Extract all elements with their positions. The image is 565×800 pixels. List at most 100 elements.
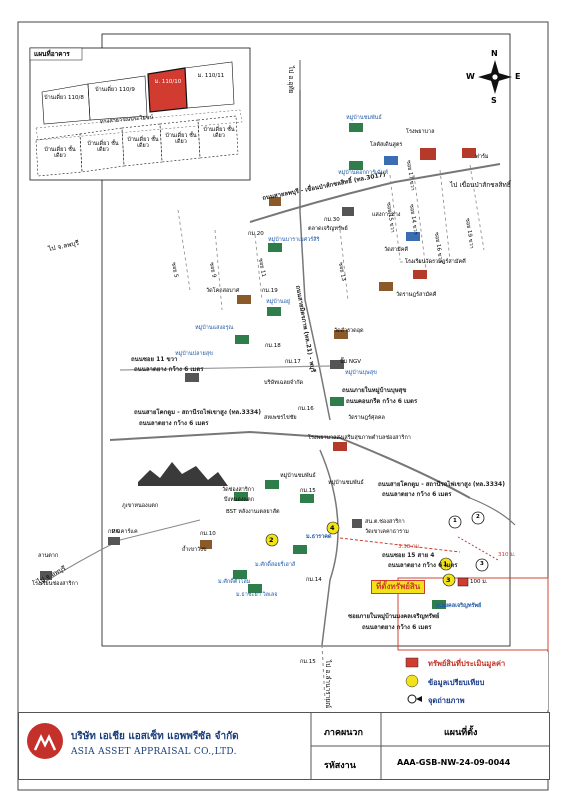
marker-1: 1 xyxy=(443,560,448,568)
label-soi-15: ถนนซอย 15 สาย 4 xyxy=(382,552,435,559)
photo-point-markers xyxy=(448,511,489,572)
photo-marker-2: 2 xyxy=(476,514,480,520)
building-icons xyxy=(40,123,476,609)
legend-photo: จุดถ่ายภาพ xyxy=(428,696,465,705)
km-17: กม.17 xyxy=(285,359,301,365)
inset-plot-b2: บ้านเดี่ยว ชั้นเดียว xyxy=(87,141,119,153)
road-3334 xyxy=(109,430,471,499)
property-location-tag: ที่ตั้งทรัพย์สิน xyxy=(371,580,426,594)
label-village-3: หมู่บ้านบาราเมศวร์สิริ xyxy=(268,237,320,243)
label-road-3334-right-sub: ถนนลาดยาง กว้าง 6 เมตร xyxy=(382,491,452,498)
marker-3: 3 xyxy=(446,576,451,584)
km-16: กม.16 xyxy=(298,406,314,412)
label-soi-11-sub: ถนนลาดยาง กว้าง 6 เมตร xyxy=(134,366,204,373)
label-cave: ถ้ำเขาวังข xyxy=(182,547,207,553)
inset-plot-b3: บ้านเดี่ยว ชั้นเดียว xyxy=(127,137,159,149)
photo-marker-1: 1 xyxy=(453,518,457,524)
inset-plot-map xyxy=(29,47,251,181)
label-hospital: โรงพยาบาล xyxy=(406,129,435,135)
label-to-dam: ไป เขื่อนป่าสักชลสิทธิ์ xyxy=(450,181,511,189)
label-dist-1: 3.38 กม. xyxy=(398,544,421,550)
label-inner-road-sub: ถนนลาดยาง กว้าง 6 เมตร xyxy=(362,624,432,631)
km-10: กม.10 xyxy=(200,531,216,537)
label-prop-mongkol: ม.มงคลเจริญทรัพย์ xyxy=(436,603,482,609)
label-prop-near: ม.ธาราคด xyxy=(306,534,332,540)
road-north-south xyxy=(299,90,331,421)
km-15b: กม.15 xyxy=(300,659,316,665)
label-temple-1: วัดโคกสอบาศ xyxy=(206,288,240,294)
distance-line-338 xyxy=(339,537,461,553)
photo-marker-3: 3 xyxy=(480,561,484,567)
legend-property: ทรัพย์สินที่ประเมินมูลค่า xyxy=(428,659,506,668)
road-south xyxy=(319,449,339,646)
property-marker xyxy=(457,577,469,587)
inset-plot-110-11: ม. 110/11 xyxy=(197,73,225,79)
label-village-road: ถนนภายในหมู่บ้านบุษสุข xyxy=(342,387,407,394)
km-20: กม.20 xyxy=(248,231,264,237)
inset-title: แผนที่อาคาร xyxy=(34,50,70,58)
label-ngv: ปั๊ม NGV xyxy=(340,359,362,365)
label-soi-11: ถนนซอย 11 ขวา xyxy=(131,356,178,363)
label-temple-4: วัดราษฎร์สามัคคี xyxy=(396,292,437,298)
label-pond: บึงหนองแตก xyxy=(224,497,254,503)
label-shop: แสงการช่าง xyxy=(372,212,401,218)
label-village-5: หมู่บ้านแสงอรุณ xyxy=(195,325,234,331)
km-14: กม.14 xyxy=(306,577,322,583)
label-soi-15-sub: ถนนลาดยาง กว้าง 6 เมตร xyxy=(388,562,458,569)
label-temple-5: วัดราษฎร์ศุลคล xyxy=(348,415,385,421)
label-farm: ฟาร์ม xyxy=(475,154,489,160)
road-3334-east xyxy=(469,497,516,526)
label-village-road-sub: ถนนคอนกรีต กว้าง 6 เมตร xyxy=(346,398,418,405)
label-bst: BST หลังงานเตลยาสัต xyxy=(226,509,280,515)
label-mountain: ภูเขาหนองแตก xyxy=(122,503,159,509)
inset-plot-b4: บ้านเดี่ยว ชั้นเดียว xyxy=(165,133,197,145)
footer-section-label: ภาคผนวก xyxy=(324,728,363,738)
main-road-3017 xyxy=(249,163,501,223)
footer-code-label: รหัสงาน xyxy=(324,761,356,771)
inset-plot-110-10: ม. 110/10 xyxy=(154,79,182,85)
km-19: กม.19 xyxy=(262,288,278,294)
label-prop-2: ม.ศักดิ์ตัวโล่ม xyxy=(218,579,251,585)
map-boundary xyxy=(101,33,511,647)
label-temple-3: วัดสำรวดอุด xyxy=(334,328,364,334)
legend-compare: ข้อมูลเปรียบเทียบ xyxy=(428,678,485,687)
label-temple-6: วัดช่องสาริกา xyxy=(222,487,255,493)
label-village-2: หมู่บ้านดอกการ์เด้นท์ xyxy=(338,170,389,176)
label-prop-village: ม.ศักดิ์สอยรี่เฮาส์ xyxy=(255,562,296,568)
label-temple-k: วัดเขาเคคาธาราม xyxy=(365,529,409,535)
company-logo xyxy=(27,723,63,759)
label-tambon: สน.ต.ช่องสาริกา xyxy=(365,519,405,525)
label-school-2: โรงพยาบาลส่งเสริมสุขภาพตำบลช่องสาริกา xyxy=(308,435,411,441)
label-village-1: หมู่บ้านชมพันธ์ xyxy=(346,115,382,121)
label-prop-3: ม.ธาชะยา วิลเลจ xyxy=(236,592,278,598)
label-school-w: โรงเรียนช่องสาริกา xyxy=(32,581,78,587)
km-15: กม.15 xyxy=(300,488,316,494)
company-name-thai: บริษัท เอเชีย แอสเซ็ท แอพพรีซัล จำกัด xyxy=(71,731,239,742)
km-18: กม.18 xyxy=(265,343,281,349)
km-9: กม.9 xyxy=(108,529,121,535)
label-pharmacy: สหเพชรไข่ชัย xyxy=(264,415,297,421)
soi-11-road xyxy=(119,365,331,371)
label-road-3334-left-sub: ถนนลาดยาง กว้าง 6 เมตร xyxy=(139,420,209,427)
mountain-shape xyxy=(138,462,228,486)
footer-title-block: บริษัท เอเชีย แอสเซ็ท แอพพรีซัล จำกัด AS… xyxy=(18,712,550,780)
property-site-frame xyxy=(397,577,549,651)
footer-section-value: แผนที่ตั้ง xyxy=(444,728,478,738)
label-to-uthai: ไป อ.อุทัย xyxy=(287,66,295,94)
comparison-markers xyxy=(265,521,456,587)
label-dist-2: 310 ม. xyxy=(498,552,516,558)
label-village-7: หมู่บ้านบุษสุข xyxy=(345,370,377,376)
label-lotus: โลตัสเดินสูตร xyxy=(370,142,403,148)
label-road-w: ลานตาก xyxy=(38,553,59,559)
label-pk-mall: PK.คาร์แค xyxy=(112,529,138,535)
compass-rose xyxy=(478,60,512,94)
km-30: กม.30 xyxy=(324,217,340,223)
inset-plot-b1: บ้านเดี่ยว ชั้นเดียว xyxy=(44,147,76,159)
label-market: ตลาดเจริญทรัพย์ xyxy=(308,226,348,232)
label-to-bottom: ไป อ.ลำนารายณ์ xyxy=(324,660,332,709)
label-road-3334-right: ถนนสายโคกตูม - สถานีรถไฟเขาสูง (ทล.3334) xyxy=(378,481,505,488)
compass-n: N xyxy=(491,49,498,58)
marker-2: 2 xyxy=(269,536,274,544)
